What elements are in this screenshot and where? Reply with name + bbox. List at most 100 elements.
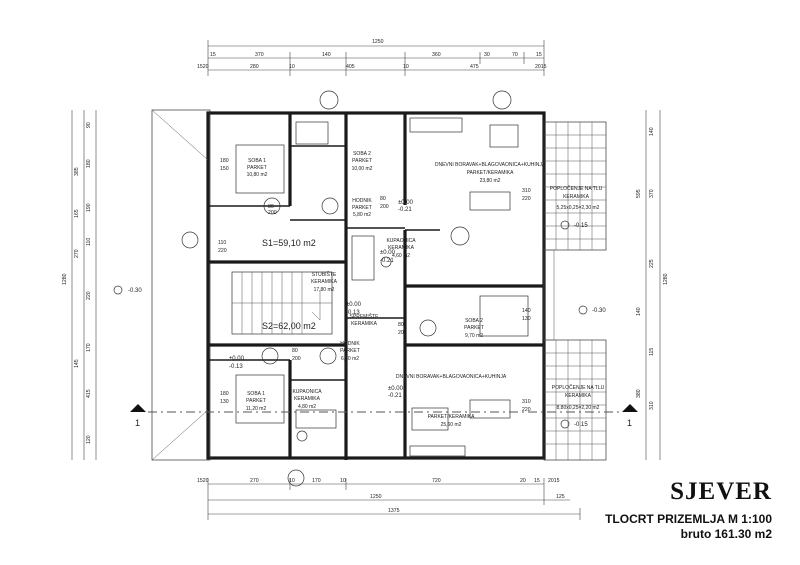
svg-text:80: 80 [292,348,298,354]
svg-text:220: 220 [86,291,92,300]
svg-text:110: 110 [218,240,226,246]
room-hodnik-lower: HODNIK PARKET 6,80 m2 [340,341,360,362]
svg-text:1520: 1520 [197,64,209,70]
terrace-label-upper: POPLOČENJE NA TLU KERAMIKA 5,25x0,25=2,3… [550,185,603,211]
svg-text:360: 360 [432,52,441,58]
svg-text:370: 370 [255,52,264,58]
svg-text:10: 10 [289,64,295,70]
gross-area: bruto 161.30 m2 [680,527,772,541]
svg-text:80: 80 [380,196,386,202]
dim-left-total: 1280 [62,273,68,285]
svg-text:310: 310 [522,188,531,194]
svg-text:±0.00: ±0.00 [388,386,404,392]
svg-text:-0.30: -0.30 [128,288,142,294]
svg-text:270: 270 [250,478,259,484]
svg-text:17,80 m2: 17,80 m2 [314,287,335,293]
dim-bottom-total: 1375 [388,508,400,514]
svg-text:SOBA 2: SOBA 2 [465,318,483,324]
dim-right-total: 1280 [663,273,669,285]
svg-text:150: 150 [220,166,229,172]
room-soba-2-lower: SOBA 2 PARKET 9,70 m2 [464,318,484,339]
svg-text:110: 110 [86,238,92,246]
svg-text:20: 20 [520,478,526,484]
section-mark-right: 1 [627,418,632,428]
svg-text:KERAMIKA: KERAMIKA [388,245,415,251]
svg-text:DNEVNI BORAVAK+BLAGOVAONICA+KU: DNEVNI BORAVAK+BLAGOVAONICA+KUHINJA [396,374,507,380]
svg-text:170: 170 [312,478,321,484]
section-mark-left: 1 [135,418,140,428]
svg-text:PARKET: PARKET [352,205,372,211]
svg-text:405: 405 [346,64,355,70]
area-s2: S2=62,00 m2 [262,321,316,331]
svg-text:-0.21: -0.21 [380,258,394,264]
svg-text:220: 220 [218,248,227,254]
svg-text:KERAMIKA: KERAMIKA [294,396,321,402]
svg-text:310: 310 [522,399,531,405]
svg-text:10,80 m2: 10,80 m2 [247,172,268,178]
terrace-label-lower: POPLOČENJE NA TLU KERAMIKA 8,80x0,25=2,2… [552,384,605,411]
building-outline [151,109,546,461]
svg-text:8,80x0,25=2,20 m2: 8,80x0,25=2,20 m2 [557,405,600,411]
svg-text:10: 10 [289,478,295,484]
level-marks: ±0.00 -0.21 ±0.00 -0.21 ±0.00 -0.13 ±0.0… [128,200,606,428]
dim-top-total: 1250 [372,39,384,45]
room-kupaonica-upper: KUPAONICA KERAMIKA 4,60 m2 [386,238,416,259]
svg-text:4,60 m2: 4,60 m2 [392,253,410,259]
dimension-bottom: 1520 270 10 170 10 720 20 15 2015 1250 1… [197,478,581,520]
svg-text:11,20 m2: 11,20 m2 [246,406,267,412]
terrace-lower [543,339,607,461]
svg-text:115: 115 [649,348,655,356]
svg-text:STUBIŠTE: STUBIŠTE [312,271,337,278]
svg-text:200: 200 [292,356,301,362]
svg-text:140: 140 [522,308,531,314]
svg-text:70: 70 [512,52,518,58]
svg-text:-0.15: -0.15 [574,223,588,229]
svg-text:SOBA 1: SOBA 1 [248,158,266,164]
svg-text:1250: 1250 [370,494,382,500]
dimension-right: 1280 140 370 595 225 140 115 310 380 [636,110,669,460]
svg-text:10: 10 [340,478,346,484]
svg-text:15: 15 [210,52,216,58]
svg-text:140: 140 [649,127,655,136]
section-line: 1 1 [130,404,638,428]
room-soba-2-upper: SOBA 2 PARKET 10,00 m2 [352,151,373,172]
svg-text:140: 140 [636,307,642,316]
room-soba-1-upper: SOBA 1 PARKET 10,80 m2 [247,158,268,178]
svg-text:HODNIK: HODNIK [340,341,360,347]
north-label: SJEVER [670,478,772,505]
level-symbols [113,220,588,429]
svg-text:220: 220 [522,196,531,202]
svg-text:9,70 m2: 9,70 m2 [465,333,483,339]
svg-text:SOBA 1: SOBA 1 [247,391,265,397]
svg-text:125: 125 [556,494,565,500]
room-hodnik-upper: HODNIK PARKET 5,80 m2 [352,198,372,218]
svg-text:PARKET/KERAMIKA: PARKET/KERAMIKA [428,414,476,420]
svg-text:190: 190 [86,203,92,212]
svg-text:180: 180 [220,158,229,164]
svg-text:6,80 m2: 6,80 m2 [341,356,359,362]
svg-text:370: 370 [649,189,655,198]
svg-text:5,25x0,25=2,30 m2: 5,25x0,25=2,30 m2 [557,205,600,211]
svg-text:5,80 m2: 5,80 m2 [353,212,371,218]
room-stubiste: STUBIŠTE KERAMIKA 17,80 m2 [311,271,338,293]
area-s1: S1=59,10 m2 [262,238,316,248]
svg-text:80: 80 [268,204,274,210]
svg-text:HODNIK: HODNIK [352,198,372,204]
svg-text:25,60 m2: 25,60 m2 [441,422,462,428]
stairs [231,271,333,335]
room-kupaonica-lower: KUPAONICA KERAMIKA 4,80 m2 [292,389,322,410]
room-soba-1-lower: SOBA 1 PARKET 11,20 m2 [246,391,267,412]
svg-text:220: 220 [522,407,531,413]
svg-text:POPLOČENJE NA TLU: POPLOČENJE NA TLU [550,185,603,192]
svg-text:PARKET: PARKET [247,165,267,171]
svg-text:-0.13: -0.13 [346,310,360,316]
svg-text:KERAMIKA: KERAMIKA [563,194,590,200]
svg-text:SOBA 2: SOBA 2 [353,151,371,157]
room-living-upper: DNEVNI BORAVAK+BLAGOVAONICA+KUHINJA PARK… [435,162,546,184]
svg-text:180: 180 [86,159,92,168]
svg-text:-0.21: -0.21 [388,393,402,399]
svg-text:200: 200 [380,204,389,210]
svg-text:-0.15: -0.15 [574,422,588,428]
svg-text:165: 165 [74,209,80,218]
